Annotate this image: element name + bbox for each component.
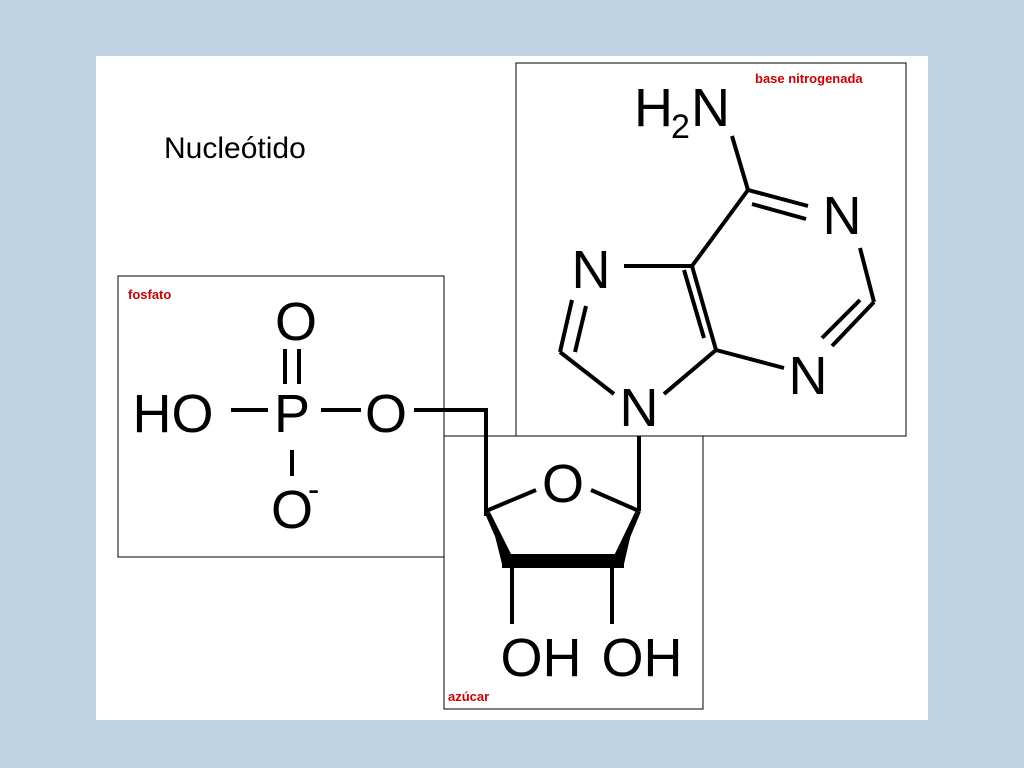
bond-nh2-c6 [730, 135, 750, 191]
ring-oxygen: O [542, 454, 584, 514]
page-title: Nucleótido [164, 132, 306, 165]
phosphate-hydroxyl: HO [133, 384, 214, 444]
bridge-oxygen: O [365, 384, 407, 444]
phosphorus-atom: P [274, 384, 310, 444]
bond-c2-n3-b [820, 298, 862, 340]
phosphate-box [117, 275, 445, 558]
bond-c4-c5 [690, 265, 718, 351]
bond-c2-n3-a [830, 300, 876, 348]
amine-n: N [691, 78, 730, 138]
bond-o-c1 [590, 488, 640, 513]
bond-c8-n9 [558, 350, 616, 396]
sugar-box [443, 435, 704, 710]
bond-o-ch2 [414, 408, 488, 516]
n-ring-top-right: N [823, 186, 862, 246]
bond-n9-c4 [662, 348, 718, 396]
bond-c4-o [485, 488, 537, 513]
sugar-label: azúcar [448, 689, 489, 704]
wedge-c1-c2 [610, 508, 637, 564]
bond-c6-n1-a [747, 188, 809, 208]
n-ring-left: N [572, 240, 611, 300]
nucleotide-diagram: Nucleótido fosfato base nitrogenada azúc… [117, 62, 907, 710]
negative-charge: - [308, 471, 319, 509]
bond-n3-c4 [715, 348, 785, 370]
phosphate-oxygen-top: O [275, 292, 317, 352]
phosphate-oxygen-bottom: O [271, 480, 313, 540]
bond-n1-c2 [858, 247, 876, 303]
wedge-c4-c3 [488, 508, 516, 564]
hydroxyl-right: OH [602, 628, 683, 688]
bond-n7-c8-a [558, 299, 574, 353]
n-ring-bottom-right: N [789, 346, 828, 406]
amine-h: H [634, 78, 673, 138]
bond-n7-c8-b [573, 305, 588, 353]
amine-subscript: 2 [671, 108, 690, 146]
phosphate-label: fosfato [128, 287, 171, 302]
bond-c6-n1-b [751, 202, 807, 221]
n-glycosidic: N [620, 378, 659, 438]
bold-bond-c3-c2 [502, 554, 624, 568]
hydroxyl-left: OH [501, 628, 582, 688]
base-box [515, 62, 907, 437]
base-label: base nitrogenada [755, 71, 863, 86]
bond-c5-c6 [690, 188, 750, 268]
bond-c4-c5-inner [682, 269, 706, 339]
slide: Nucleótido fosfato base nitrogenada azúc… [96, 56, 928, 720]
